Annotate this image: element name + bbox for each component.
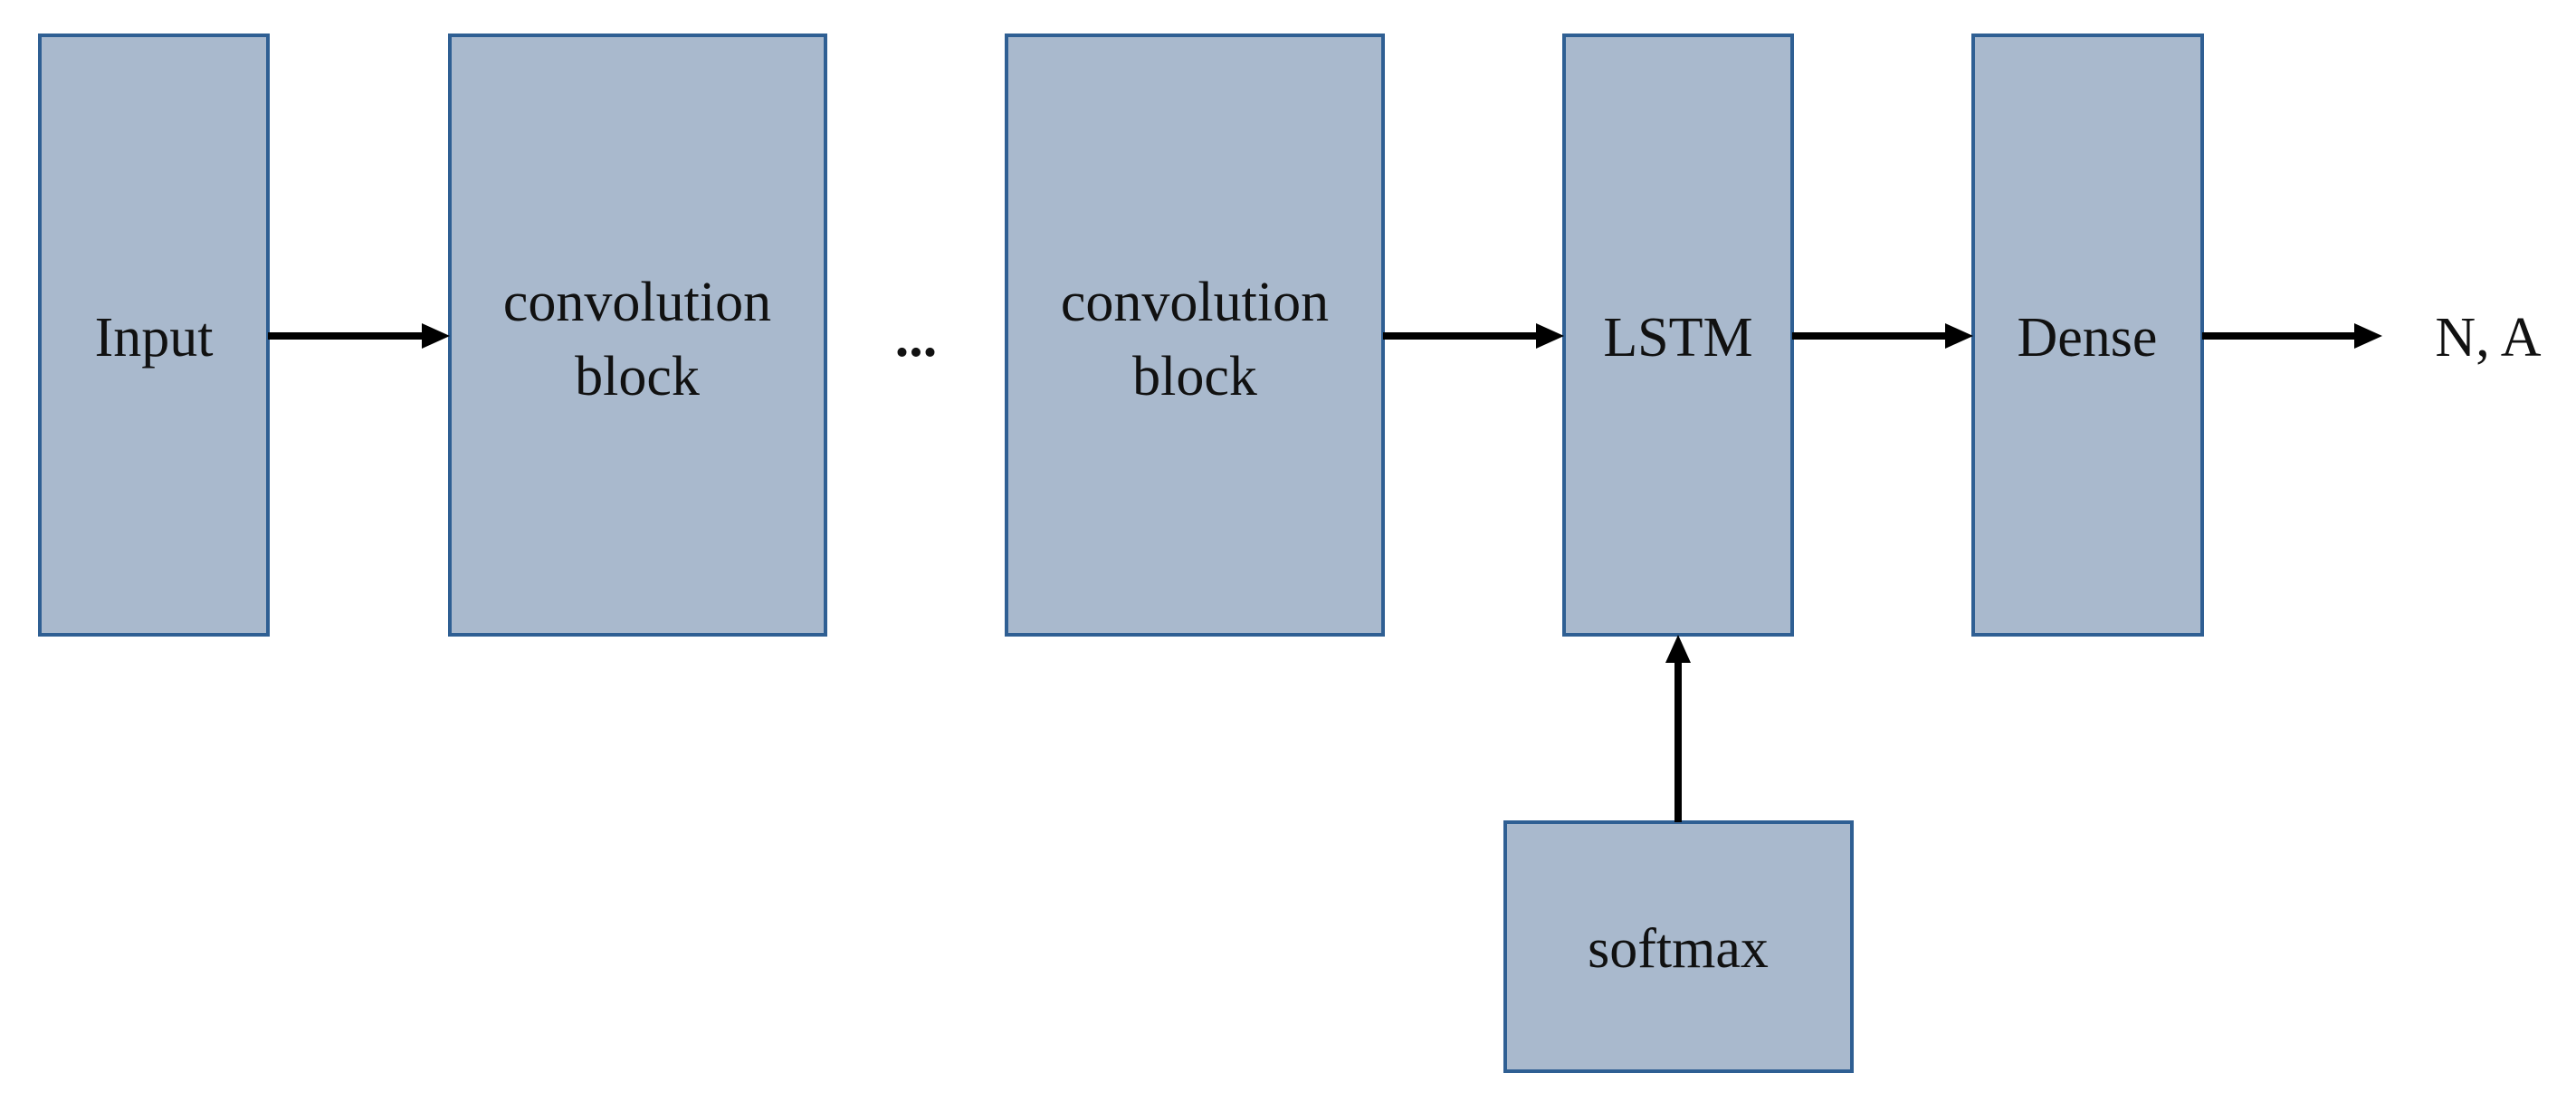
conv1-label-line2: block (575, 346, 700, 407)
softmax-block (1503, 820, 1854, 1073)
dense-label: Dense (2018, 307, 2158, 369)
conv1-label-line1: convolution (503, 272, 771, 333)
input-label: Input (95, 307, 214, 369)
convolution-block-1 (448, 34, 827, 637)
dense-block (1971, 34, 2204, 637)
arrowhead-input-to-conv (422, 323, 450, 349)
convolution-block-2 (1005, 34, 1385, 637)
output-label: N, A (2435, 307, 2541, 369)
arrowhead-softmax-to-lstm (1665, 635, 1691, 663)
lstm-label: LSTM (1603, 307, 1752, 369)
softmax-label: softmax (1588, 918, 1769, 980)
input-block (38, 34, 270, 637)
arrowhead-dense-to-output (2354, 323, 2382, 349)
lstm-block (1562, 34, 1794, 637)
arrowhead-conv-to-lstm (1536, 323, 1564, 349)
conv2-label-line2: block (1132, 346, 1257, 407)
ellipsis-label: ... (895, 307, 938, 369)
arrowhead-lstm-to-dense (1945, 323, 1973, 349)
conv2-label-line1: convolution (1061, 272, 1329, 333)
